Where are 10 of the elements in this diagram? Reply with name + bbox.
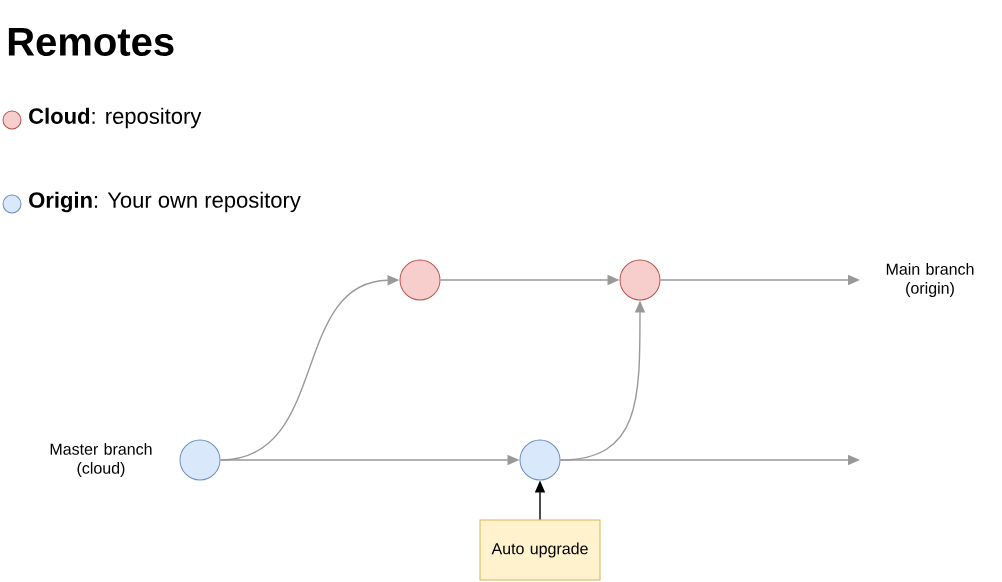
process-box: Auto upgrade — [479, 519, 601, 581]
commit-circle — [619, 259, 661, 301]
legend-text: Cloud: repository — [29, 107, 202, 129]
branch-label: Master branch (cloud) — [50, 443, 152, 477]
commit-circle — [179, 439, 221, 481]
commit-circle — [399, 259, 441, 301]
branch-label: Main branch (origin) — [886, 263, 974, 297]
legend-text: Origin: Your own repository — [29, 191, 301, 213]
title: Remotes — [8, 28, 174, 56]
commit-circle — [519, 439, 561, 481]
